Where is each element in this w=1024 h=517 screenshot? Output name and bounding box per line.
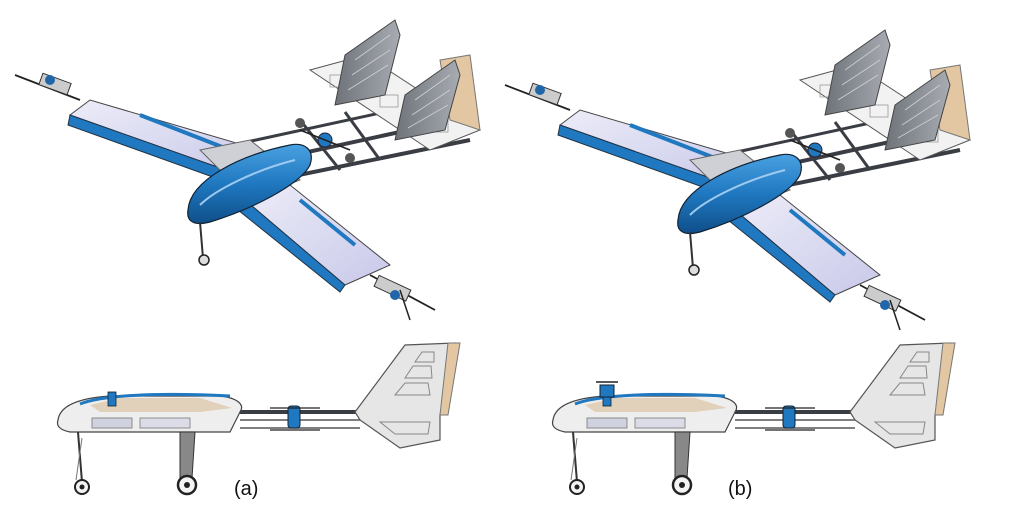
panel-label-a: (a) bbox=[234, 478, 259, 500]
panel-label-b: (b) bbox=[728, 478, 753, 500]
quadplane-iso-b bbox=[503, 28, 972, 332]
quadplane-side-b bbox=[550, 341, 957, 496]
quadplane-iso-a bbox=[13, 18, 482, 322]
tilted-motor-b bbox=[596, 381, 618, 398]
quadplane-side-a bbox=[55, 341, 462, 496]
